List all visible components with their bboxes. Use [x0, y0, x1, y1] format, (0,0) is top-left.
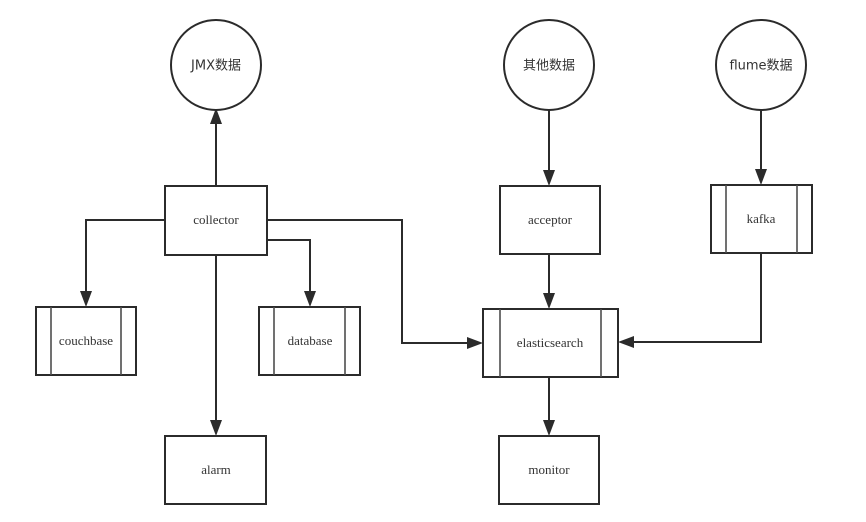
- arrow-head-icon: [543, 420, 555, 436]
- node-kafka[interactable]: kafka: [710, 184, 813, 254]
- arrow-head-icon: [210, 108, 222, 124]
- edge-elasticsearch-to-monitor: [543, 377, 555, 436]
- node-label-monitor: monitor: [528, 462, 570, 477]
- node-shape-circle: [715, 19, 807, 111]
- edge-flume-to-kafka: [755, 110, 767, 185]
- node-label-couchbase: couchbase: [59, 333, 113, 348]
- arrow-head-icon: [304, 291, 316, 307]
- edge-kafka-to-elasticsearch: [618, 253, 762, 348]
- node-shape-process: [258, 306, 361, 376]
- edge-acceptor-to-elasticsearch: [543, 254, 555, 309]
- node-couchbase[interactable]: couchbase: [35, 306, 137, 376]
- node-label-alarm: alarm: [201, 462, 231, 477]
- node-label-collector: collector: [193, 212, 239, 227]
- node-shape-rect: [164, 185, 268, 256]
- edge-collector-to-elasticsearch: [267, 219, 483, 349]
- arrow-head-icon: [543, 170, 555, 186]
- arrow-head-icon: [543, 293, 555, 309]
- arrow-head-icon: [80, 291, 92, 307]
- edge-collector-to-jmx: [210, 108, 222, 186]
- edge-collector-to-database: [267, 239, 316, 307]
- node-monitor[interactable]: monitor: [498, 435, 600, 505]
- node-acceptor[interactable]: acceptor: [499, 185, 601, 255]
- node-label-kafka: kafka: [747, 211, 776, 226]
- node-shape-process: [35, 306, 137, 376]
- node-label-flume: flume数据: [729, 59, 792, 74]
- node-shape-circle: [503, 19, 595, 111]
- arrow-head-icon: [755, 169, 767, 185]
- node-label-elasticsearch: elasticsearch: [517, 335, 584, 350]
- node-shape-process: [482, 308, 619, 378]
- node-label-acceptor: acceptor: [528, 212, 573, 227]
- node-label-database: database: [288, 333, 333, 348]
- node-alarm[interactable]: alarm: [164, 435, 267, 505]
- node-label-other: 其他数据: [523, 59, 575, 74]
- node-shape-rect: [499, 185, 601, 255]
- node-label-jmx: JMX数据: [190, 59, 241, 74]
- node-elasticsearch[interactable]: elasticsearch: [482, 308, 619, 378]
- arrow-head-icon: [618, 336, 634, 348]
- edge-collector-to-couchbase: [80, 219, 165, 307]
- node-shape-rect: [498, 435, 600, 505]
- node-shape-rect: [164, 435, 267, 505]
- edge-other-to-acceptor: [543, 110, 555, 186]
- edge-collector-to-alarm: [210, 255, 222, 436]
- node-jmx[interactable]: JMX数据: [170, 19, 262, 111]
- node-flume[interactable]: flume数据: [715, 19, 807, 111]
- node-other[interactable]: 其他数据: [503, 19, 595, 111]
- node-shape-circle: [170, 19, 262, 111]
- arrow-head-icon: [467, 337, 483, 349]
- node-shape-process: [710, 184, 813, 254]
- node-database[interactable]: database: [258, 306, 361, 376]
- arrow-head-icon: [210, 420, 222, 436]
- node-collector[interactable]: collector: [164, 185, 268, 256]
